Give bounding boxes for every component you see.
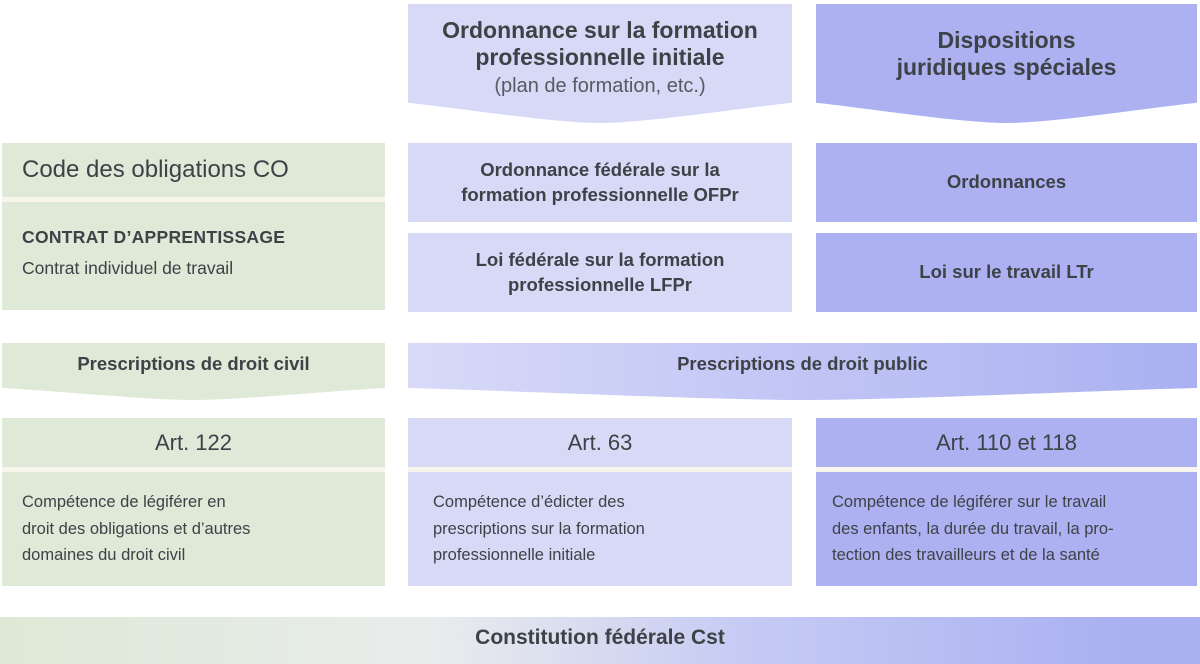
art-122-text: Compétence de légiférer en droit des obl… [22, 493, 251, 565]
art-63-title: Art. 63 [567, 429, 633, 455]
federal-constitution-bar: Constitution fédérale Cst [0, 617, 1200, 664]
chevron-banner-shape [408, 343, 1197, 400]
apprenticeship-contract-heading: CONTRAT D’APPRENTISSAGE [22, 227, 286, 247]
public-law-strip: Prescriptions de droit public [408, 343, 1197, 400]
art-110-118-text: Compétence de légiférer sur le travail d… [832, 493, 1114, 565]
code-obligations-title: Code des obligations CO [22, 156, 289, 183]
special-legal-provisions-banner: Dispositions juridiques spéciales [816, 4, 1197, 123]
art-122-body-box: Compétence de légiférer en droit des obl… [2, 472, 385, 586]
labour-law-ltr-label: Loi sur le travail LTr [919, 261, 1094, 283]
art-63-title-box: Art. 63 [408, 418, 792, 467]
ordinance-initial-training-banner: Ordonnance sur la formation professionne… [408, 4, 792, 123]
federal-ordinance-ofpr-box: Ordonnance fédérale sur la formation pro… [408, 143, 792, 222]
ordinance-initial-training-title: Ordonnance sur la formation professionne… [442, 17, 758, 70]
individual-work-contract-text: Contrat individuel de travail [22, 258, 234, 278]
code-obligations-box: Code des obligations CO [2, 143, 385, 197]
left-separator-top [2, 197, 385, 202]
art-63-body-box: Compétence d’édicter des prescriptions s… [408, 472, 792, 586]
apprenticeship-contract-box: CONTRAT D’APPRENTISSAGE Contrat individu… [2, 202, 385, 310]
art-110-118-title-box: Art. 110 et 118 [816, 418, 1197, 467]
federal-ordinance-ofpr-label: Ordonnance fédérale sur la formation pro… [461, 158, 739, 205]
special-legal-provisions-title: Dispositions juridiques spéciales [896, 27, 1117, 80]
public-law-strip-label: Prescriptions de droit public [677, 353, 928, 374]
ordinances-box: Ordonnances [816, 143, 1197, 222]
art-110-118-title: Art. 110 et 118 [935, 429, 1078, 455]
ordinance-initial-training-subtitle: (plan de formation, etc.) [494, 74, 706, 97]
art-122-title-box: Art. 122 [2, 418, 385, 467]
civil-law-strip: Prescriptions de droit civil [2, 343, 385, 400]
chevron-banner-shape [816, 4, 1197, 123]
left-separator-bottom [2, 467, 385, 472]
chevron-banner-shape [408, 4, 792, 123]
chevron-banner-shape [2, 343, 385, 400]
art-122-title: Art. 122 [154, 429, 233, 455]
art-110-118-body-box: Compétence de légiférer sur le travail d… [816, 472, 1197, 586]
federal-constitution-label: Constitution fédérale Cst [475, 626, 725, 649]
labour-law-ltr-box: Loi sur le travail LTr [816, 233, 1197, 312]
right-separator [816, 467, 1197, 472]
art-63-text: Compétence d’édicter des prescriptions s… [433, 493, 645, 565]
federal-law-lfpr-label: Loi fédérale sur la formation profession… [475, 248, 725, 295]
middle-separator [408, 467, 792, 472]
civil-law-strip-label: Prescriptions de droit civil [77, 353, 310, 374]
ordinances-label: Ordonnances [946, 171, 1067, 193]
federal-law-lfpr-box: Loi fédérale sur la formation profession… [408, 233, 792, 312]
